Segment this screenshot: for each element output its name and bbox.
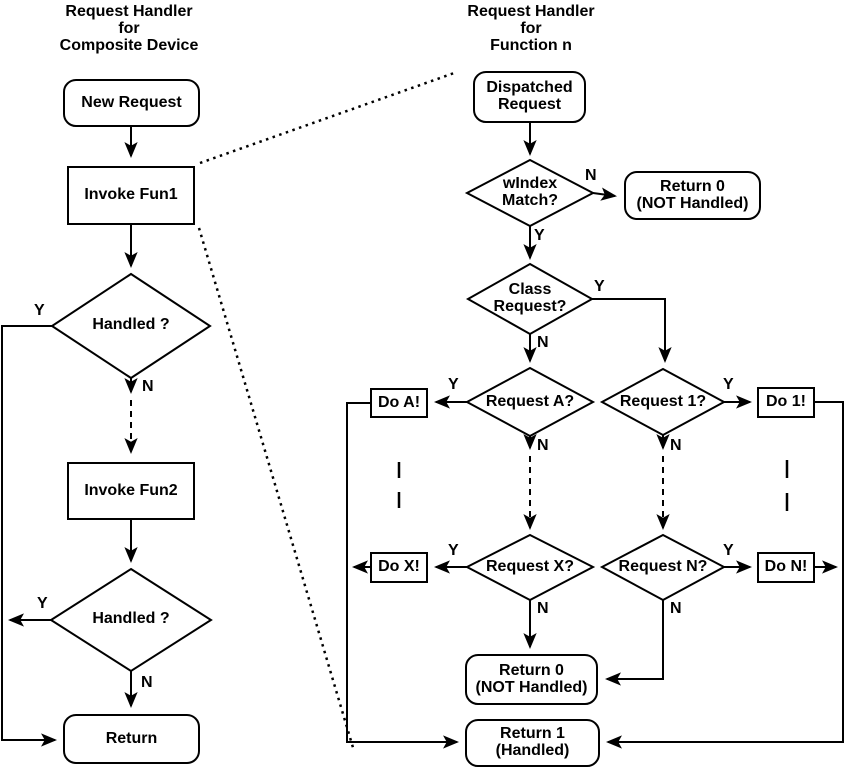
node-return0-bottom: Return 0 (NOT Handled) (465, 654, 598, 705)
node-do-n: Do N! (757, 552, 815, 583)
label-handled1-no: N (142, 378, 154, 395)
node-dispatched-request: Dispatched Request (473, 71, 586, 123)
diamond-handled2-label: Handled ? (92, 610, 170, 627)
diamond-requestx-label: Request X? (485, 558, 574, 575)
arrow-windex-no-to-return0 (592, 187, 617, 201)
label-requesta-no: N (537, 437, 549, 454)
label-class-yes: Y (594, 278, 605, 295)
label-windex-yes: Y (534, 227, 545, 244)
node-return1: Return 1 (Handled) (465, 719, 600, 767)
rail-right-to-return1 (606, 401, 844, 749)
node-return: Return (63, 714, 200, 764)
node-invoke-fun1: Invoke Fun1 (67, 166, 195, 225)
node-do-a: Do A! (370, 388, 428, 418)
label-requestx-no: N (537, 600, 549, 617)
label-request1-no: N (670, 437, 682, 454)
zoom-guide-top (199, 70, 458, 165)
label-class-no: N (537, 334, 549, 351)
label-requesta-yes: Y (448, 376, 459, 393)
rail-handled-yes-to-return (1, 325, 57, 747)
label-requestn-no: N (670, 600, 682, 617)
diamond-requestn-label: Request N? (618, 558, 708, 575)
diamond-request1-label: Request 1? (619, 393, 707, 410)
label-requestx-yes: Y (448, 542, 459, 559)
node-new-request: New Request (63, 79, 200, 127)
label-handled1-yes: Y (34, 302, 45, 319)
node-do-1: Do 1! (757, 387, 815, 418)
path-class-yes-to-request1 (592, 298, 672, 363)
label-handled2-yes: Y (37, 595, 48, 612)
left-chart-title: Request Handler for Composite Device (59, 3, 199, 54)
diamond-requesta-label: Request A? (485, 393, 575, 410)
zoom-guide-bottom (197, 227, 356, 752)
diamond-handled1-label: Handled ? (92, 316, 170, 333)
label-requestn-yes: Y (723, 542, 734, 559)
node-do-x: Do X! (370, 552, 428, 583)
label-windex-no: N (585, 167, 597, 184)
diamond-windex-label: wIndex Match? (502, 175, 558, 209)
label-request1-yes: Y (723, 376, 734, 393)
node-return0-top: Return 0 (NOT Handled) (624, 171, 761, 220)
label-handled2-no: N (141, 674, 153, 691)
path-requestn-no-to-return0b (605, 600, 664, 686)
diamond-class-label: Class Request? (493, 281, 567, 315)
right-chart-title: Request Handler for Function n (467, 3, 595, 54)
node-invoke-fun2: Invoke Fun2 (67, 462, 195, 520)
rail-left-to-return1 (346, 402, 459, 749)
